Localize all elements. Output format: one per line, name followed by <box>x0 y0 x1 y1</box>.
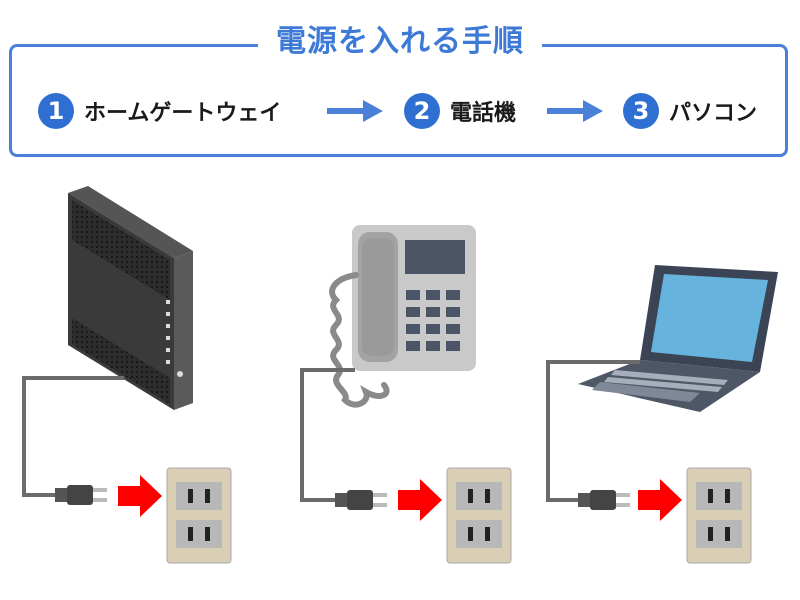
step-2-label: 電話機 <box>450 101 517 126</box>
step-arrow-2-icon <box>547 100 603 122</box>
router-cable <box>22 376 124 497</box>
step-3: 3 パソコン <box>623 92 757 130</box>
diagram-title-wrapper: 電源を入れる手順 <box>0 22 800 62</box>
wall-outlet-icon <box>166 467 232 564</box>
laptop-cable <box>546 360 640 502</box>
step-2: 2 電話機 <box>404 92 516 130</box>
plug-in-arrow-icon <box>638 479 682 521</box>
plug-in-arrow-icon <box>398 479 442 521</box>
wall-outlet-icon <box>686 467 752 564</box>
step-2-number-badge: 2 <box>404 93 440 129</box>
plug-icon <box>55 485 107 505</box>
plug-icon <box>335 490 387 510</box>
step-1: 1 ホームゲートウェイ <box>38 92 281 130</box>
diagram-title: 電源を入れる手順 <box>258 22 542 62</box>
home-gateway-icon <box>68 186 193 410</box>
step-3-label: パソコン <box>669 101 758 126</box>
step-1-number-badge: 1 <box>38 93 74 129</box>
handset-coil <box>329 272 390 408</box>
plug-icon <box>578 490 630 510</box>
step-3-number-badge: 3 <box>623 93 659 129</box>
wall-outlet-icon <box>446 467 512 564</box>
plug-in-arrow-icon <box>118 475 162 517</box>
laptop-icon <box>578 265 778 412</box>
step-1-label: ホームゲートウェイ <box>84 101 282 126</box>
telephone-cable <box>300 368 355 502</box>
telephone-icon <box>329 225 476 408</box>
step-arrow-1-icon <box>327 100 383 122</box>
